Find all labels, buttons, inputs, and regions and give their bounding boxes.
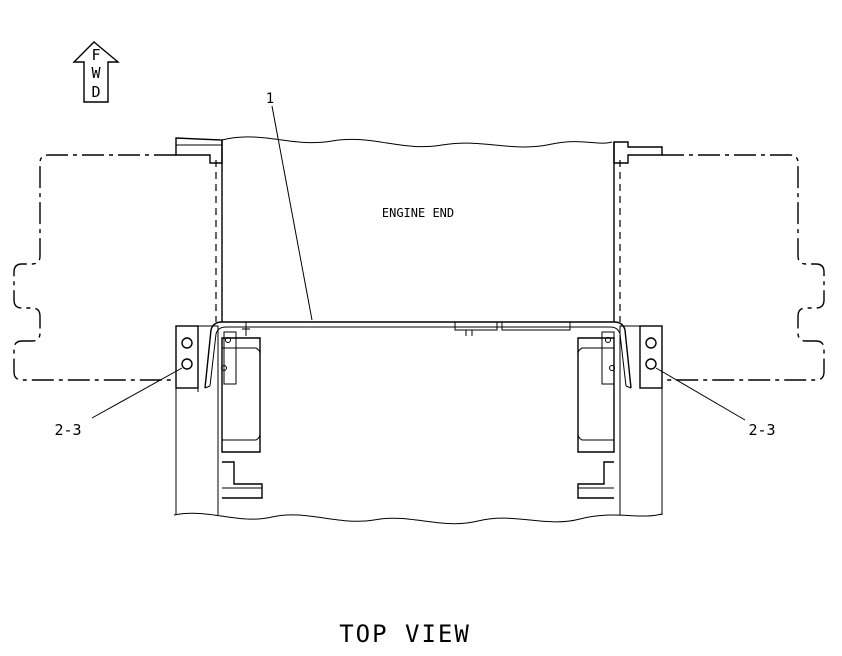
left-frame-rail (13, 154, 176, 381)
callout-1: 1 (266, 91, 274, 107)
leader-1 (271, 105, 313, 321)
bracket-inner (209, 326, 627, 387)
callout-left: 2-3 (54, 421, 81, 439)
right-bolt-upper (645, 337, 657, 349)
left-bolt-upper (181, 337, 193, 349)
callout-right: 2-3 (748, 421, 775, 439)
connector-right (501, 321, 571, 331)
left-lower-foot (222, 461, 263, 499)
bracket-outer (204, 321, 632, 389)
left-bolt-lower (181, 358, 193, 370)
view-title: TOP VIEW (339, 620, 471, 648)
right-frame-rail (662, 154, 825, 381)
right-mount-block (639, 325, 663, 389)
right-upper-tab (613, 141, 663, 164)
engine-end-label: ENGINE END (382, 206, 454, 220)
fwd-letter-w: W (91, 64, 101, 82)
leader-right (655, 367, 746, 421)
engine-top-break (221, 136, 613, 148)
forward-arrow-icon (72, 41, 120, 103)
left-isolator (221, 337, 261, 453)
left-upper-tab (175, 137, 223, 164)
right-bolt-lower (645, 358, 657, 370)
engine-bottom-break (173, 512, 663, 525)
left-mount-block (175, 325, 199, 389)
connector-left (454, 321, 498, 331)
fwd-letter-f: F (91, 46, 100, 64)
fwd-letter-d: D (91, 83, 100, 101)
leader-left (91, 367, 183, 419)
right-lower-foot (577, 461, 614, 499)
right-isolator (577, 337, 615, 453)
